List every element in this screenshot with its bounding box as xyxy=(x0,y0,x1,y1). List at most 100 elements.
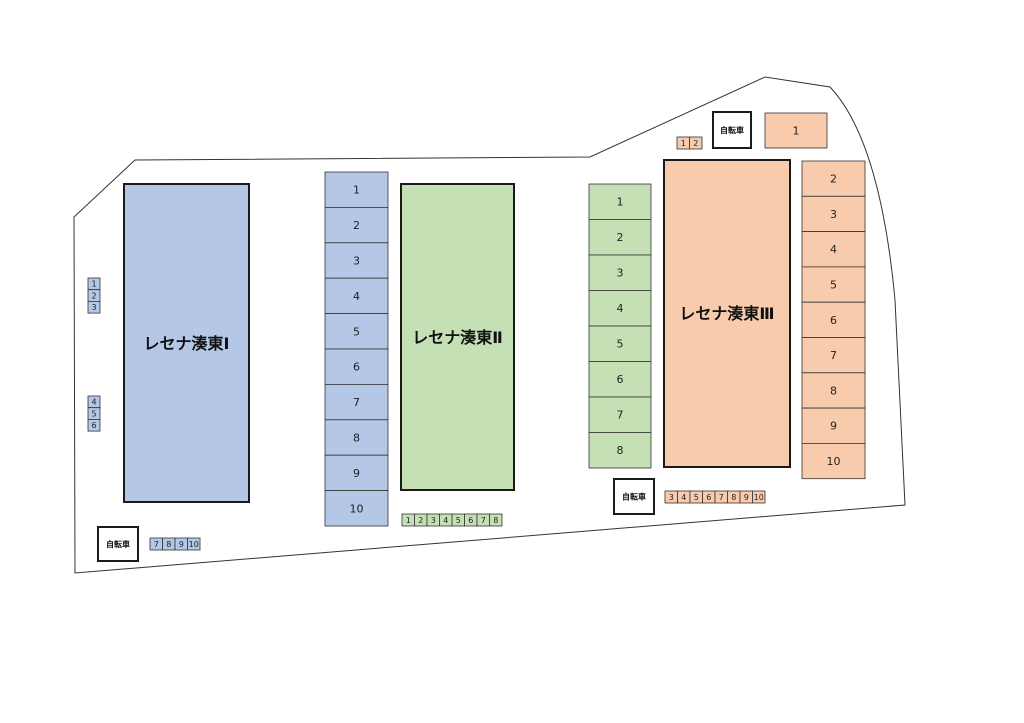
parking-space[interactable] xyxy=(324,419,389,456)
parking-space-number: 1 xyxy=(617,196,624,209)
parking-space[interactable] xyxy=(801,407,866,444)
parking-space-number: 5 xyxy=(91,409,96,418)
site-boundary xyxy=(73,76,906,574)
parking-space-number: 5 xyxy=(694,493,699,502)
parking-group-blue-left-a: 1 2 3 xyxy=(87,277,101,314)
parking-space[interactable] xyxy=(588,361,652,398)
parking-space-number: 9 xyxy=(353,467,360,480)
parking-space-number: 8 xyxy=(493,516,498,525)
building-b1: レセナ湊東Ⅰ xyxy=(123,183,250,503)
parking-space-number: 10 xyxy=(754,493,764,502)
parking-space-number: 3 xyxy=(617,267,624,280)
bicycle-parking-label: 自転車 xyxy=(720,125,744,135)
parking-space[interactable] xyxy=(489,513,503,527)
building-b3: レセナ湊東Ⅲ xyxy=(663,159,791,468)
parking-space[interactable] xyxy=(324,348,389,385)
parking-space-number: 6 xyxy=(830,314,837,327)
building-b2: レセナ湊東Ⅱ xyxy=(400,183,515,491)
parking-space-number: 2 xyxy=(693,139,698,148)
parking-space-number: 9 xyxy=(179,540,184,549)
parking-space[interactable] xyxy=(801,195,866,233)
parking-space-number: 3 xyxy=(830,208,837,221)
parking-space-number: 2 xyxy=(353,219,360,232)
parking-space[interactable] xyxy=(187,537,201,551)
parking-space[interactable] xyxy=(764,112,828,149)
parking-space[interactable] xyxy=(324,454,389,492)
building-name: レセナ湊東Ⅰ xyxy=(144,334,230,353)
building-name: レセナ湊東Ⅱ xyxy=(412,328,503,347)
parking-space-number: 1 xyxy=(793,124,800,137)
parking-space-number: 7 xyxy=(481,516,486,525)
parking-space-number: 4 xyxy=(353,290,360,303)
bicycle-parking-label: 自転車 xyxy=(622,492,646,502)
parking-space-number: 8 xyxy=(830,384,837,397)
bicycle-parking-bike3: 自転車 xyxy=(712,111,752,149)
parking-space[interactable] xyxy=(324,313,389,350)
parking-space[interactable] xyxy=(801,231,866,268)
building-name: レセナ湊東Ⅲ xyxy=(679,304,774,323)
building-footprint[interactable] xyxy=(400,183,515,491)
parking-space-number: 1 xyxy=(681,139,686,148)
parking-space-number: 6 xyxy=(617,373,624,386)
parking-space-number: 7 xyxy=(154,540,159,549)
parking-space-number: 6 xyxy=(468,516,473,525)
parking-group-green-main: 1 2 3 4 5 6 7 8 xyxy=(588,183,652,469)
bicycle-parking-area[interactable] xyxy=(97,526,139,562)
bicycle-parking-area[interactable] xyxy=(712,111,752,149)
parking-space[interactable] xyxy=(588,254,652,291)
parking-space-number: 4 xyxy=(91,398,96,407)
parking-space-number: 3 xyxy=(91,303,96,312)
parking-space[interactable] xyxy=(588,432,652,469)
parking-space-number: 5 xyxy=(617,338,624,351)
parking-space-number: 7 xyxy=(830,349,837,362)
parking-space[interactable] xyxy=(801,337,866,374)
parking-space[interactable] xyxy=(87,300,101,314)
parking-space[interactable] xyxy=(801,372,866,409)
parking-space-number: 7 xyxy=(617,409,624,422)
parking-space[interactable] xyxy=(588,396,652,433)
parking-space-number: 5 xyxy=(353,325,360,338)
parking-space[interactable] xyxy=(324,383,389,421)
parking-space-number: 1 xyxy=(353,184,360,197)
parking-space[interactable] xyxy=(588,219,652,256)
parking-space-number: 10 xyxy=(189,540,199,549)
parking-space[interactable] xyxy=(689,136,703,150)
building-footprint[interactable] xyxy=(663,159,791,468)
parking-space-number: 1 xyxy=(406,516,411,525)
parking-space-number: 8 xyxy=(353,431,360,444)
parking-space-number: 8 xyxy=(617,444,624,457)
parking-space-number: 4 xyxy=(830,243,837,256)
bicycle-parking-area[interactable] xyxy=(613,478,655,515)
parking-space-number: 4 xyxy=(681,493,686,502)
parking-space[interactable] xyxy=(588,325,652,362)
bicycle-parking-bike1: 自転車 xyxy=(97,526,139,562)
parking-space[interactable] xyxy=(324,206,389,244)
parking-group-blue-left-b: 4 5 6 xyxy=(87,395,101,432)
parking-space[interactable] xyxy=(87,418,101,432)
parking-space[interactable] xyxy=(324,277,389,315)
parking-space[interactable] xyxy=(801,442,866,480)
parking-space-number: 6 xyxy=(706,493,711,502)
parking-space-number: 2 xyxy=(91,291,96,300)
parking-space-number: 10 xyxy=(827,455,841,468)
parking-space[interactable] xyxy=(588,183,652,220)
parking-space-number: 4 xyxy=(617,302,624,315)
parking-space-number: 2 xyxy=(418,516,423,525)
parking-space[interactable] xyxy=(801,301,866,338)
parking-space[interactable] xyxy=(324,490,389,527)
parking-space-number: 1 xyxy=(91,280,96,289)
building-footprint[interactable] xyxy=(123,183,250,503)
parking-space-number: 9 xyxy=(744,493,749,502)
parking-space[interactable] xyxy=(752,490,766,504)
parking-space-number: 2 xyxy=(617,231,624,244)
parking-space-number: 3 xyxy=(353,254,360,267)
parking-space-number: 5 xyxy=(830,279,837,292)
parking-space-number: 6 xyxy=(91,421,96,430)
parking-space-number: 2 xyxy=(830,173,837,186)
parking-space-number: 8 xyxy=(731,493,736,502)
parking-space[interactable] xyxy=(801,160,866,197)
